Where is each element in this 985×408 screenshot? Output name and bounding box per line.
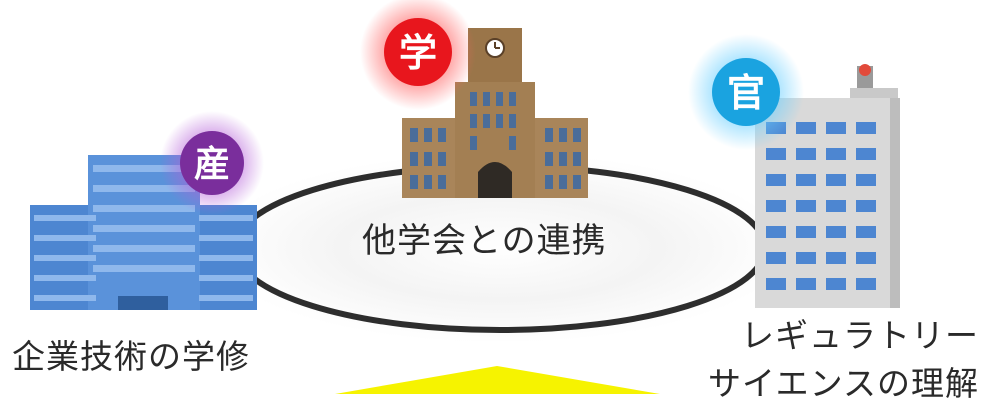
government-window bbox=[766, 278, 786, 290]
right-label: レギュラトリー サイエンスの理解 bbox=[708, 312, 979, 408]
academia-badge-char: 学 bbox=[399, 31, 437, 75]
government-window bbox=[826, 122, 846, 134]
university-building-icon bbox=[402, 28, 588, 198]
government-window bbox=[826, 148, 846, 160]
government-window bbox=[766, 252, 786, 264]
government-window bbox=[826, 174, 846, 186]
government-window bbox=[826, 278, 846, 290]
government-window bbox=[766, 226, 786, 238]
government-window bbox=[796, 174, 816, 186]
government-badge-char: 官 bbox=[727, 71, 765, 115]
government-window bbox=[826, 226, 846, 238]
industry-badge-char: 産 bbox=[194, 144, 230, 185]
left-label: 企業技術の学修 bbox=[12, 337, 250, 376]
government-window bbox=[796, 252, 816, 264]
government-window bbox=[766, 200, 786, 212]
right-label-line1: レギュラトリー bbox=[741, 316, 979, 355]
industry-building-icon bbox=[30, 155, 257, 310]
government-window bbox=[766, 174, 786, 186]
government-window bbox=[856, 252, 876, 264]
government-window bbox=[766, 148, 786, 160]
industry-badge: 産 bbox=[160, 111, 264, 215]
government-window bbox=[826, 252, 846, 264]
government-window bbox=[796, 278, 816, 290]
ring-fill bbox=[210, 153, 790, 343]
government-window bbox=[796, 148, 816, 160]
government-windows bbox=[766, 122, 876, 290]
center-label: 他学会との連携 bbox=[362, 221, 607, 261]
government-window bbox=[796, 200, 816, 212]
collaboration-diagram: 産 学 官 bbox=[30, 0, 900, 394]
government-window bbox=[856, 148, 876, 160]
government-badge: 官 bbox=[688, 34, 804, 150]
government-window bbox=[856, 278, 876, 290]
yellow-arrow bbox=[335, 366, 660, 394]
government-window bbox=[856, 174, 876, 186]
academia-badge: 学 bbox=[360, 0, 476, 110]
government-window bbox=[796, 122, 816, 134]
government-window bbox=[856, 226, 876, 238]
government-window bbox=[796, 226, 816, 238]
government-window bbox=[826, 200, 846, 212]
government-window bbox=[856, 122, 876, 134]
government-window bbox=[856, 200, 876, 212]
right-label-line2: サイエンスの理解 bbox=[707, 364, 979, 403]
